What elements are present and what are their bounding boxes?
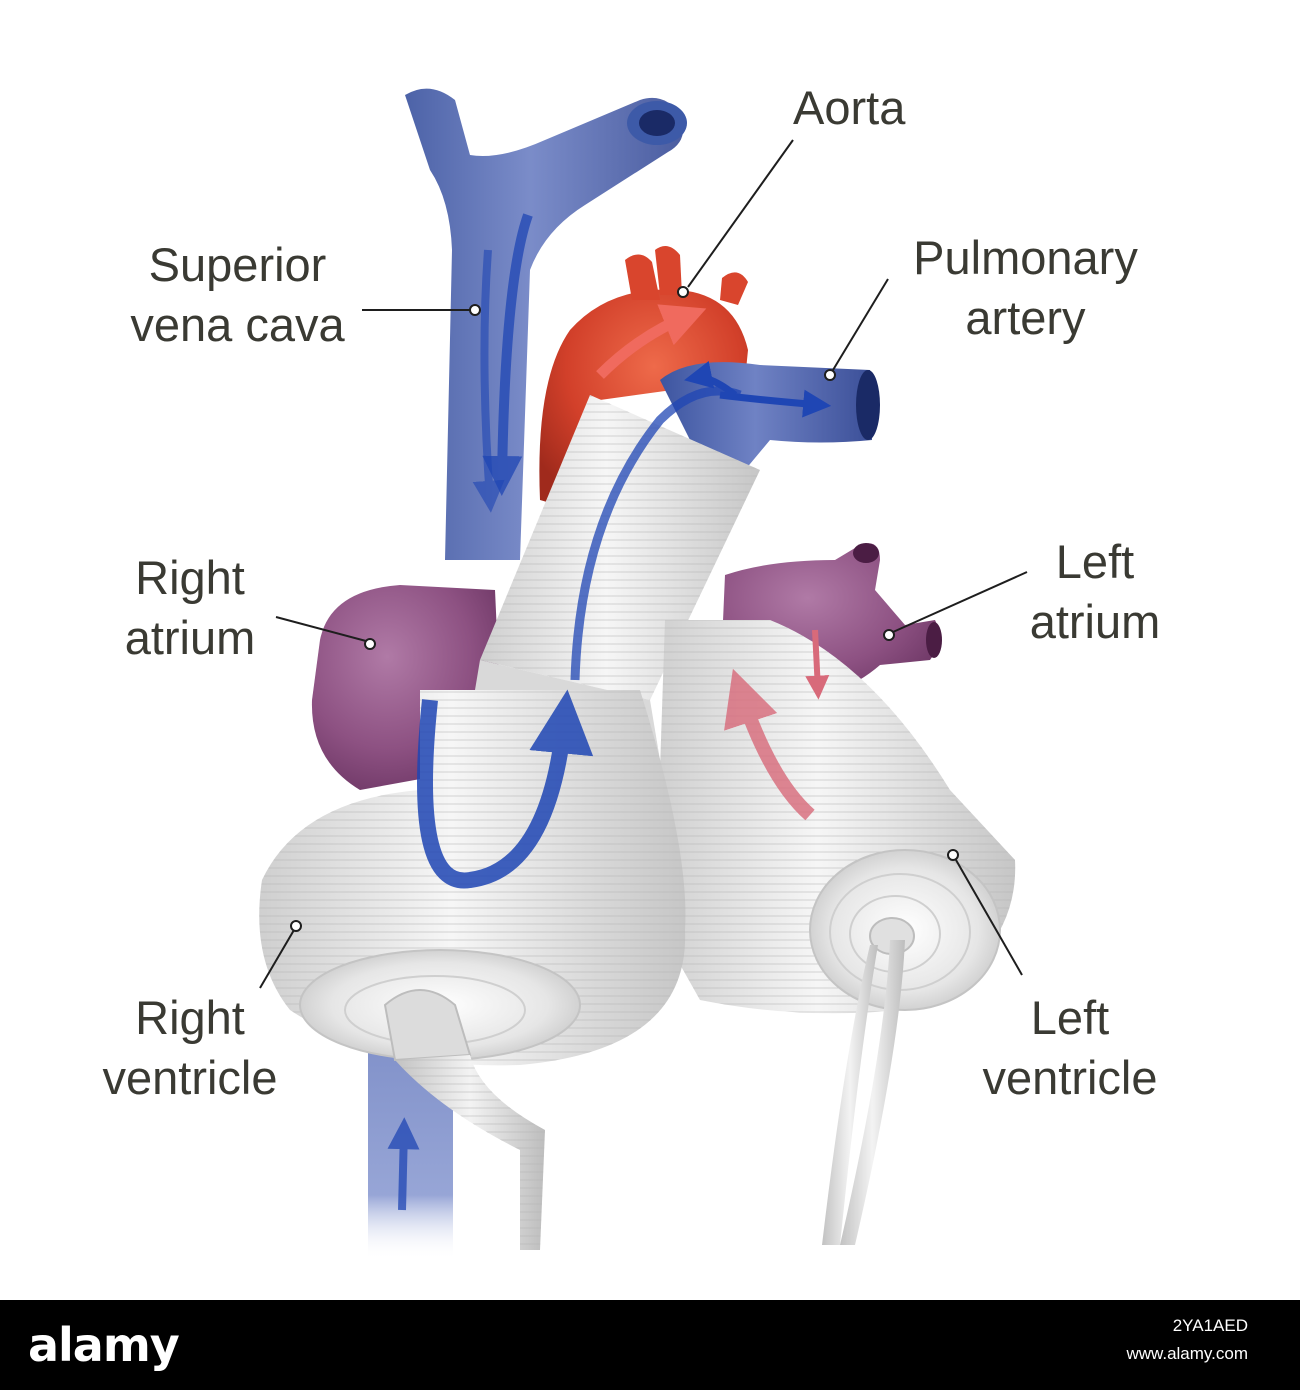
artificial-heart-diagram xyxy=(259,88,1028,1260)
leader-lines xyxy=(259,139,1028,989)
label-superior-vena-cava: Superior vena cava xyxy=(130,238,345,351)
left-atrium-marker-dot xyxy=(883,629,895,641)
superior-vena-cava-marker-dot xyxy=(469,304,481,316)
label-left-atrium: Left atrium xyxy=(1029,535,1161,648)
right-pump-shape xyxy=(259,690,686,1250)
left-pump-shape xyxy=(655,620,1016,1245)
alamy-logo: alamy xyxy=(28,1318,180,1372)
label-right-ventricle: Right ventricle xyxy=(102,991,278,1104)
pulmonary-artery-marker-dot xyxy=(824,369,836,381)
label-right-atrium: Right atrium xyxy=(124,551,256,664)
image-id-text: 2YA1AED xyxy=(1172,1316,1248,1335)
label-aorta: Aorta xyxy=(793,81,906,134)
label-left-ventricle: Left ventricle xyxy=(982,991,1158,1104)
flow-arrows xyxy=(387,213,832,1211)
stock-footer-bar: alamy 2YA1AED www.alamy.com xyxy=(0,1300,1300,1390)
right-atrium-marker-dot xyxy=(364,638,376,650)
label-pulmonary-artery: Pulmonary artery xyxy=(913,231,1138,344)
aorta-marker-dot xyxy=(677,286,689,298)
left-ventricle-marker-dot xyxy=(947,849,959,861)
right-ventricle-marker-dot xyxy=(290,920,302,932)
stock-url-link[interactable]: www.alamy.com xyxy=(1126,1344,1248,1363)
